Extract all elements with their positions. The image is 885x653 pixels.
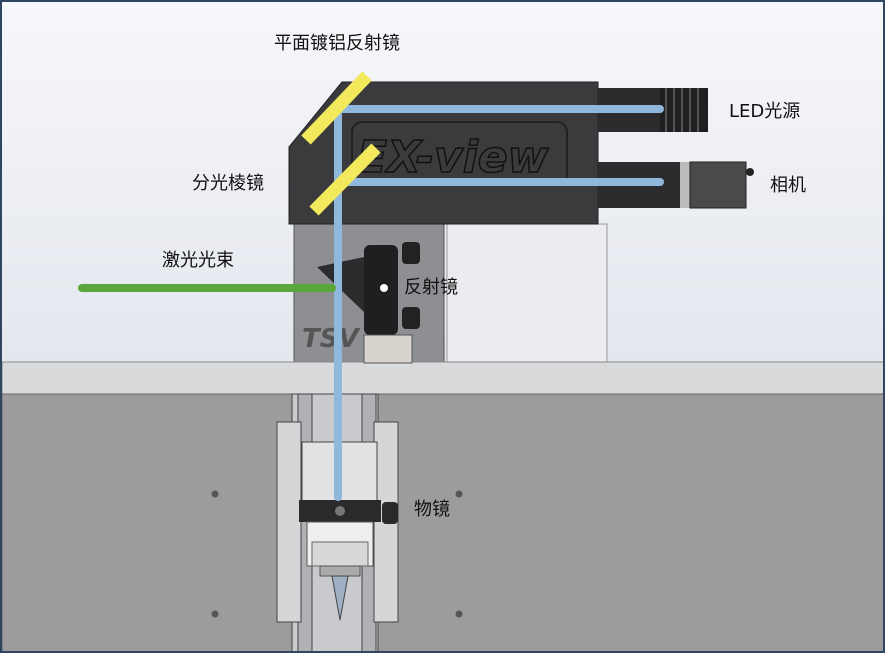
back-panel [446, 223, 608, 365]
camera-ring [680, 162, 690, 208]
label-beam-splitter: 分光棱镜 [192, 173, 264, 194]
label-camera: 相机 [770, 175, 806, 196]
label-laser-beam: 激光光束 [162, 250, 234, 271]
objective-tip [331, 575, 349, 621]
led-fins [660, 88, 708, 132]
label-flat-mirror: 平面镀铝反射镜 [274, 33, 400, 54]
column-logo: TSV [302, 324, 360, 354]
gantry-beam [2, 361, 883, 395]
label-mirror: 反射镜 [404, 277, 458, 298]
mirror-mount [317, 242, 420, 364]
flat-mirror [301, 71, 372, 145]
label-objective: 物镜 [414, 499, 450, 520]
housing-logo: EX-view [357, 132, 549, 183]
led-fin-lines [665, 88, 699, 132]
label-led-source: LED光源 [729, 101, 801, 122]
camera-body [689, 161, 747, 209]
optical-path [334, 105, 664, 501]
screw-holes [211, 490, 463, 618]
lower-panel [2, 393, 883, 651]
ex-view-housing [288, 81, 599, 225]
beam-splitter [309, 143, 381, 216]
